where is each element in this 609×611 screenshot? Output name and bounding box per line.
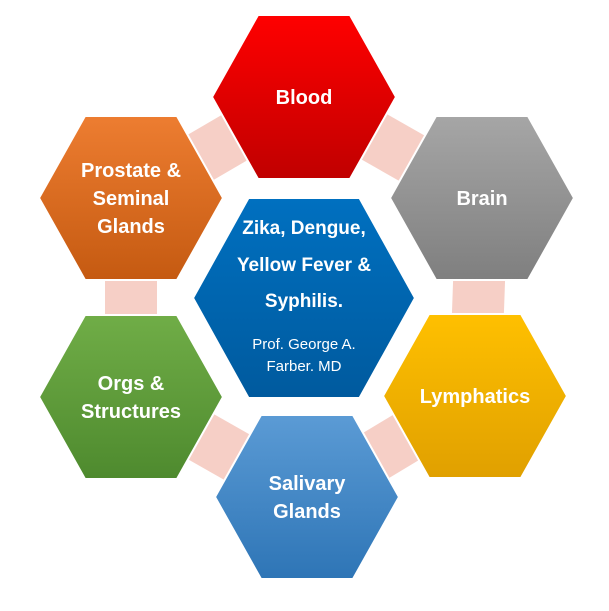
- hexagon-shape-brain: [388, 115, 576, 281]
- hexagon-blood: Blood: [210, 14, 398, 180]
- hexagon-shape-orgs-structures: [37, 314, 225, 480]
- hexagon-label-orgs-structures: Orgs &Structures: [81, 373, 181, 423]
- hexagon-brain: Brain: [388, 115, 576, 281]
- hexagon-shape-prostate-seminal-glands: [37, 115, 225, 281]
- hexagon-shape-salivary-glands: [213, 414, 401, 580]
- hexagon-shape-lymphatics: [381, 313, 569, 479]
- hexagon-orgs-structures: Orgs &Structures: [37, 314, 225, 480]
- center-subtitle: Prof. George A.Farber. MD: [252, 336, 355, 375]
- center-hexagon: Zika, Dengue,Yellow Fever &Syphilis. Pro…: [191, 197, 417, 399]
- hexagon-lymphatics: Lymphatics: [381, 313, 569, 479]
- center-title: Zika, Dengue,Yellow Fever &Syphilis.: [237, 218, 371, 312]
- hexagon-label-brain: Brain: [456, 188, 507, 210]
- center-hexagon-shape: [191, 197, 417, 399]
- hexagon-shape-blood: [210, 14, 398, 180]
- hexagon-label-blood: Blood: [276, 87, 333, 109]
- hexagon-label-lymphatics: Lymphatics: [420, 386, 530, 408]
